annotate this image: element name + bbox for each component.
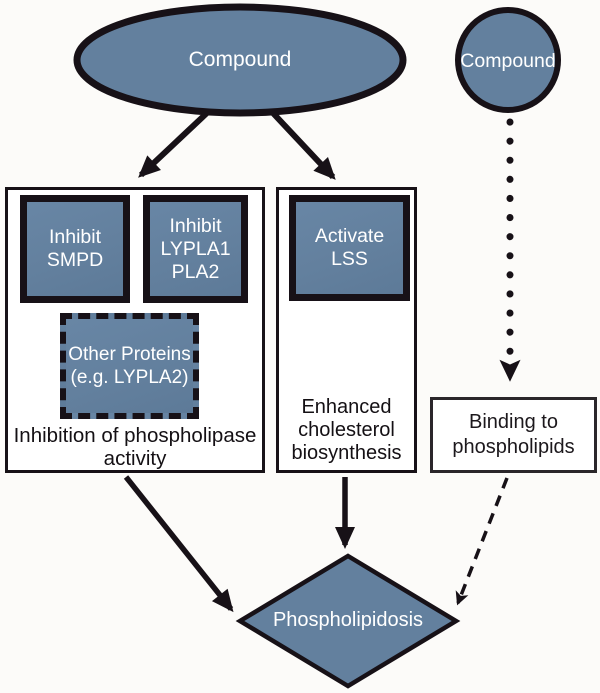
inhibit-lypla-line3: PLA2 (171, 260, 220, 283)
arrow-compound-to-cholesterol (269, 109, 336, 180)
inhibition-caption-line2: activity (103, 447, 167, 470)
cholesterol-caption-line3: biosynthesis (291, 442, 402, 464)
other-proteins-line1: Other Proteins (68, 344, 191, 365)
inhibition-caption: Inhibition of phospholipase activity (8, 424, 262, 470)
compound-ellipse-label: Compound (188, 48, 292, 71)
compound-circle-node (455, 7, 561, 113)
arrow-inhibition-to-phospholipidosis (123, 475, 234, 613)
binding-node: Binding to phospholipids (430, 397, 597, 473)
inhibit-smpd-node: Inhibit SMPD (20, 195, 130, 303)
arrow-compound-to-inhibition (138, 109, 211, 178)
phospholipidosis-diamond-node (235, 553, 461, 689)
cholesterol-group-box: Activate LSS Enhanced cholesterol biosyn… (276, 187, 417, 473)
inhibit-lypla-line1: Inhibit (169, 214, 222, 237)
activate-lss-line1: Activate (314, 225, 385, 247)
activate-lss-line2: LSS (331, 248, 368, 270)
cholesterol-caption-line1: Enhanced (301, 396, 392, 418)
binding-line1: Binding to (469, 411, 558, 433)
arrow-dashed-binding-to-phospholipidosis (455, 477, 509, 606)
activate-lss-node: Activate LSS (289, 195, 410, 301)
inhibition-caption-line1: Inhibition of phospholipase (13, 424, 257, 447)
binding-line2: phospholipids (452, 436, 575, 458)
inhibit-lypla-line2: LYPLA1 (160, 237, 231, 260)
cholesterol-caption-line2: cholesterol (298, 419, 395, 441)
inhibit-smpd-line2: SMPD (46, 249, 104, 271)
inhibit-lypla-node: Inhibit LYPLA1 PLA2 (143, 195, 248, 303)
compound-ellipse-node (73, 3, 407, 117)
other-proteins-line2: (e.g. LYPLA2) (70, 367, 189, 388)
compound-circle-label: Compound (460, 50, 556, 72)
inhibition-group-box: Inhibit SMPD Inhibit LYPLA1 PLA2 Other P… (5, 187, 265, 473)
inhibit-smpd-line1: Inhibit (48, 226, 102, 248)
other-proteins-node: Other Proteins (e.g. LYPLA2) (60, 313, 199, 419)
cholesterol-caption: Enhanced cholesterol biosynthesis (279, 396, 414, 465)
phospholipidosis-label: Phospholipidosis (272, 609, 424, 631)
